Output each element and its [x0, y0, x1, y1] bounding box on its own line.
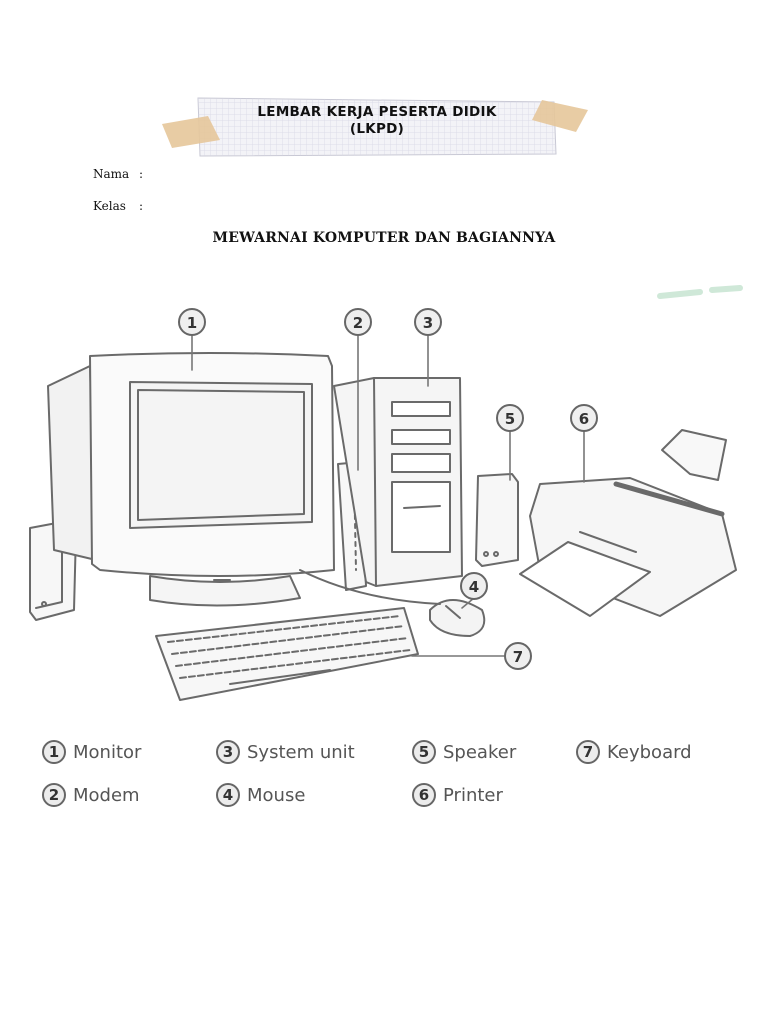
mouse: [299, 569, 486, 637]
svg-text:6: 6: [579, 410, 589, 428]
legend-item-mouse: 4 Mouse: [216, 783, 305, 807]
callout-2: 2: [344, 308, 372, 336]
tape-right: [532, 100, 588, 132]
number-badge: 2: [42, 783, 66, 807]
svg-text:7: 7: [513, 648, 523, 666]
class-colon: :: [139, 199, 144, 213]
number-badge: 6: [412, 783, 436, 807]
svg-text:2: 2: [353, 314, 363, 332]
legend-item-system-unit: 3 System unit: [216, 740, 355, 764]
system-unit: [333, 377, 463, 587]
name-colon: :: [139, 167, 144, 181]
banner-title: LEMBAR KERJA PESERTA DIDIK (LKPD): [202, 104, 552, 138]
number-badge: 5: [412, 740, 436, 764]
number-badge: 3: [216, 740, 240, 764]
worksheet-title: MEWARNAI KOMPUTER DAN BAGIANNYA: [212, 230, 556, 246]
legend-label: Speaker: [443, 741, 517, 763]
callout-3: 3: [414, 308, 442, 336]
legend-item-printer: 6 Printer: [412, 783, 503, 807]
printer: [519, 429, 737, 617]
svg-text:4: 4: [469, 578, 479, 596]
number-badge: 1: [42, 740, 66, 764]
computer-illustration: 1 2 3 5 6 4 7: [29, 285, 743, 701]
legend-item-speaker: 5 Speaker: [412, 740, 516, 764]
legend-item-keyboard: 7 Keyboard: [576, 740, 692, 764]
class-field: Kelas :: [93, 199, 143, 213]
legend: 1 Monitor 3 System unit 5 Speaker 7 Keyb…: [0, 730, 768, 830]
legend-label: Printer: [443, 784, 503, 806]
legend-label: Monitor: [73, 741, 142, 763]
keyboard: [155, 607, 419, 701]
svg-text:1: 1: [187, 314, 197, 332]
legend-label: Keyboard: [607, 741, 692, 763]
speaker-right: [475, 473, 519, 567]
svg-text:5: 5: [505, 410, 515, 428]
callout-badges: 1 2 3 5 6 4 7: [178, 308, 598, 670]
callout-4: 4: [460, 572, 488, 600]
legend-item-modem: 2 Modem: [42, 783, 140, 807]
number-badge: 4: [216, 783, 240, 807]
svg-text:3: 3: [423, 314, 433, 332]
tape-left: [162, 116, 220, 148]
paper-banner-graphic: [162, 97, 588, 157]
number-badge: 7: [576, 740, 600, 764]
callout-6: 6: [570, 404, 598, 432]
title-banner: LEMBAR KERJA PESERTA DIDIK (LKPD): [162, 96, 588, 158]
name-field: Nama :: [93, 167, 143, 181]
legend-item-monitor: 1 Monitor: [42, 740, 141, 764]
banner-title-line2: (LKPD): [349, 121, 405, 137]
decor-mark: [657, 285, 743, 299]
monitor: [47, 352, 335, 607]
banner-title-line1: LEMBAR KERJA PESERTA DIDIK: [257, 104, 497, 120]
callout-1: 1: [178, 308, 206, 336]
callout-5: 5: [496, 404, 524, 432]
callout-7: 7: [504, 642, 532, 670]
legend-label: Modem: [73, 784, 140, 806]
name-label: Nama: [93, 167, 130, 181]
legend-label: Mouse: [247, 784, 306, 806]
legend-label: System unit: [247, 741, 355, 763]
class-label: Kelas: [93, 199, 126, 213]
